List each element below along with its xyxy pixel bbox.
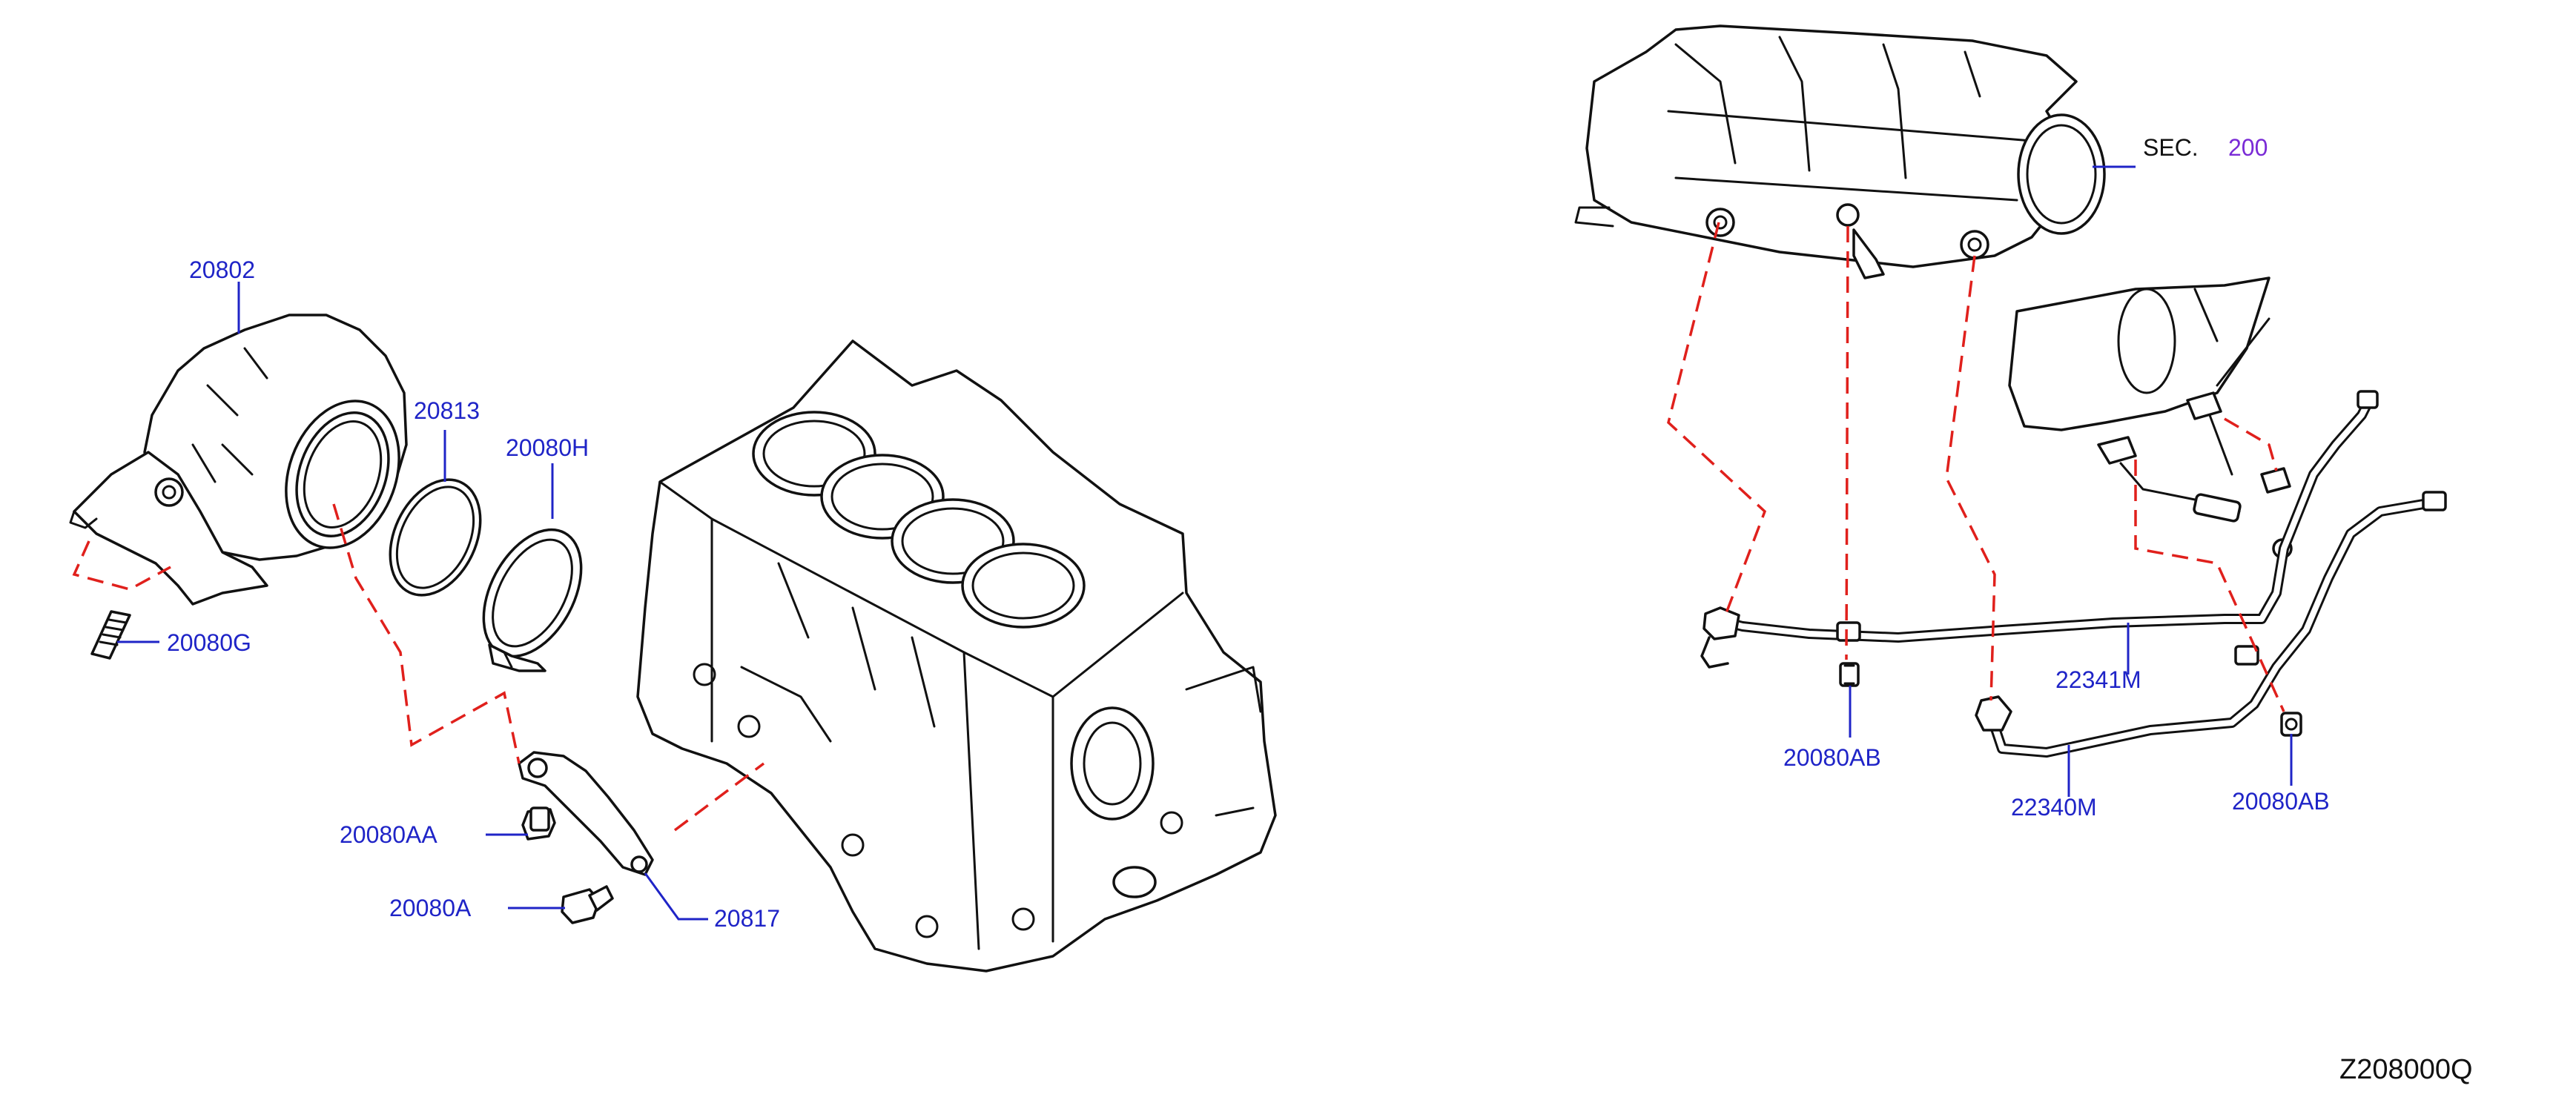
exhaust-pipe-lower[interactable] bbox=[2008, 276, 2293, 559]
stud-20080G[interactable] bbox=[90, 610, 131, 660]
exhaust-manifold-upper[interactable] bbox=[1574, 24, 2106, 279]
label-20080H: 20080H bbox=[506, 434, 589, 461]
gasket-ring-20813[interactable] bbox=[372, 465, 498, 609]
bolt-20080AB-right[interactable] bbox=[2280, 712, 2302, 737]
label-22341M: 22341M bbox=[2055, 666, 2141, 693]
catalytic-converter-20802[interactable] bbox=[69, 314, 419, 606]
label-leaders bbox=[117, 165, 2293, 921]
label-20813: 20813 bbox=[414, 397, 480, 424]
label-20802: 20802 bbox=[189, 256, 255, 283]
label-20080AA: 20080AA bbox=[340, 821, 437, 848]
sensor-harness-22341M[interactable] bbox=[1700, 390, 2379, 669]
bolt-20080AA[interactable] bbox=[521, 806, 556, 841]
label-20080A: 20080A bbox=[389, 895, 472, 921]
label-20080AB-right: 20080AB bbox=[2232, 788, 2330, 815]
section-ref-link[interactable]: 200 bbox=[2228, 134, 2268, 161]
bolt-20080A[interactable] bbox=[561, 885, 614, 924]
label-20080G: 20080G bbox=[167, 629, 251, 656]
label-20080AB-left: 20080AB bbox=[1783, 744, 1881, 771]
clamp-20080H[interactable] bbox=[463, 513, 601, 672]
label-20817: 20817 bbox=[714, 905, 780, 932]
section-ref-prefix: SEC. bbox=[2143, 134, 2199, 161]
engine-block[interactable] bbox=[636, 339, 1277, 973]
sensor-harness-22340M[interactable] bbox=[1975, 491, 2447, 758]
dashed-assembly-lines bbox=[72, 222, 2285, 832]
bracket-20817[interactable] bbox=[518, 751, 654, 876]
bolt-20080AB-left[interactable] bbox=[1839, 662, 1860, 687]
label-22340M: 22340M bbox=[2011, 794, 2097, 821]
diagram-code: Z208000Q bbox=[2339, 1054, 2473, 1085]
